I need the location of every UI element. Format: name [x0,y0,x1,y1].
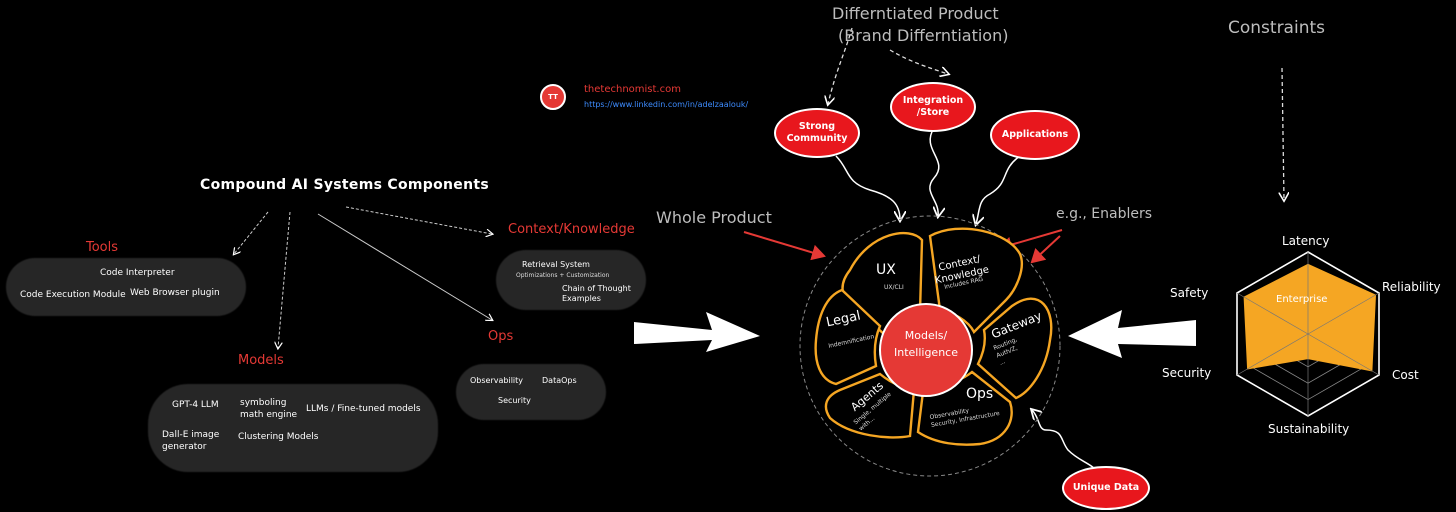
ops-dataops: DataOps [542,376,577,385]
pill-applications: Applications [990,110,1080,160]
radar-axis-line [1236,292,1309,335]
ops-security: Security [498,396,531,405]
differentiated-label-2: (Brand Differntiation) [838,26,1009,45]
radar-axis-security: Security [1162,366,1212,380]
model-symbolic: symboling math engine [240,398,298,420]
tool-web-browser: Web Browser plugin [130,288,220,298]
watermark-site: thetechnomist.com [584,84,681,95]
tool-code-interpreter: Code Interpreter [100,268,175,278]
radar-axis-line [1307,333,1380,376]
context-optimizations: Optimizations + Customization [516,272,610,279]
context-retrieval: Retrieval System [522,260,590,269]
radar-axis-safety: Safety [1170,286,1209,300]
radar-axis-reliability: Reliability [1382,280,1441,294]
radar-axis-line [1236,333,1309,376]
models-blob [148,384,438,472]
arrow-to-ops [317,213,492,320]
pill-strong-community: Strong Community [774,108,860,158]
models-heading: Models [238,353,284,368]
tools-heading: Tools [86,240,119,255]
model-gpt4: GPT-4 LLM [172,400,219,410]
arrow-to-tools [234,211,269,254]
core-label-1: Models/ [904,329,948,342]
radar-axis-latency: Latency [1282,234,1330,248]
pill-unique-data: Unique Data [1062,466,1150,510]
ops-observability: Observability [470,376,524,385]
product-outer-ring [799,215,1061,477]
core-circle [879,303,973,397]
core-label: Models/ Intelligence [880,328,972,361]
petal-ux-sub: UX/CLI [884,284,904,291]
technomist-logo: TT [540,84,566,110]
watermark-url: https://www.linkedin.com/in/adelzaalouk/ [584,100,749,109]
constraints-title: Constraints [1228,18,1325,38]
model-dalle: Dall-E image generator [162,430,220,452]
petal-legal [814,288,882,386]
model-llms: LLMs / Fine-tuned models [306,404,421,414]
differentiated-label-1: Differntiated Product [832,4,999,23]
pill-integration-store: Integration /Store [890,82,976,132]
context-cot: Chain of Thought Examples [562,284,631,303]
model-clustering: Clustering Models [238,432,319,442]
radar-series-label: Enterprise [1276,294,1328,305]
radar-axis-sustainability: Sustainability [1268,422,1350,436]
tool-code-execution: Code Execution Module [20,290,126,300]
radar-axis-cost: Cost [1392,368,1419,382]
enablers-label: e.g., Enablers [1056,206,1153,222]
ops-heading: Ops [488,329,514,344]
arrow-to-models [278,211,291,348]
radar-axis-line [1307,292,1380,335]
big-arrow-left [1068,310,1196,358]
arrow-to-context [345,206,492,234]
ops-blob [456,364,606,420]
whole-product-label: Whole Product [656,208,772,227]
compound-title: Compound AI Systems Components [200,177,489,193]
core-label-2: Intelligence [893,345,958,359]
petal-ux-label: UX [876,262,896,278]
context-heading: Context/Knowledge [508,222,635,237]
tools-blob [6,258,246,316]
petal-gateway [976,297,1053,400]
big-arrow-right [634,312,760,352]
context-blob [496,250,646,310]
radar-chart [1236,251,1380,417]
petal-ops-label: Ops [966,386,994,402]
